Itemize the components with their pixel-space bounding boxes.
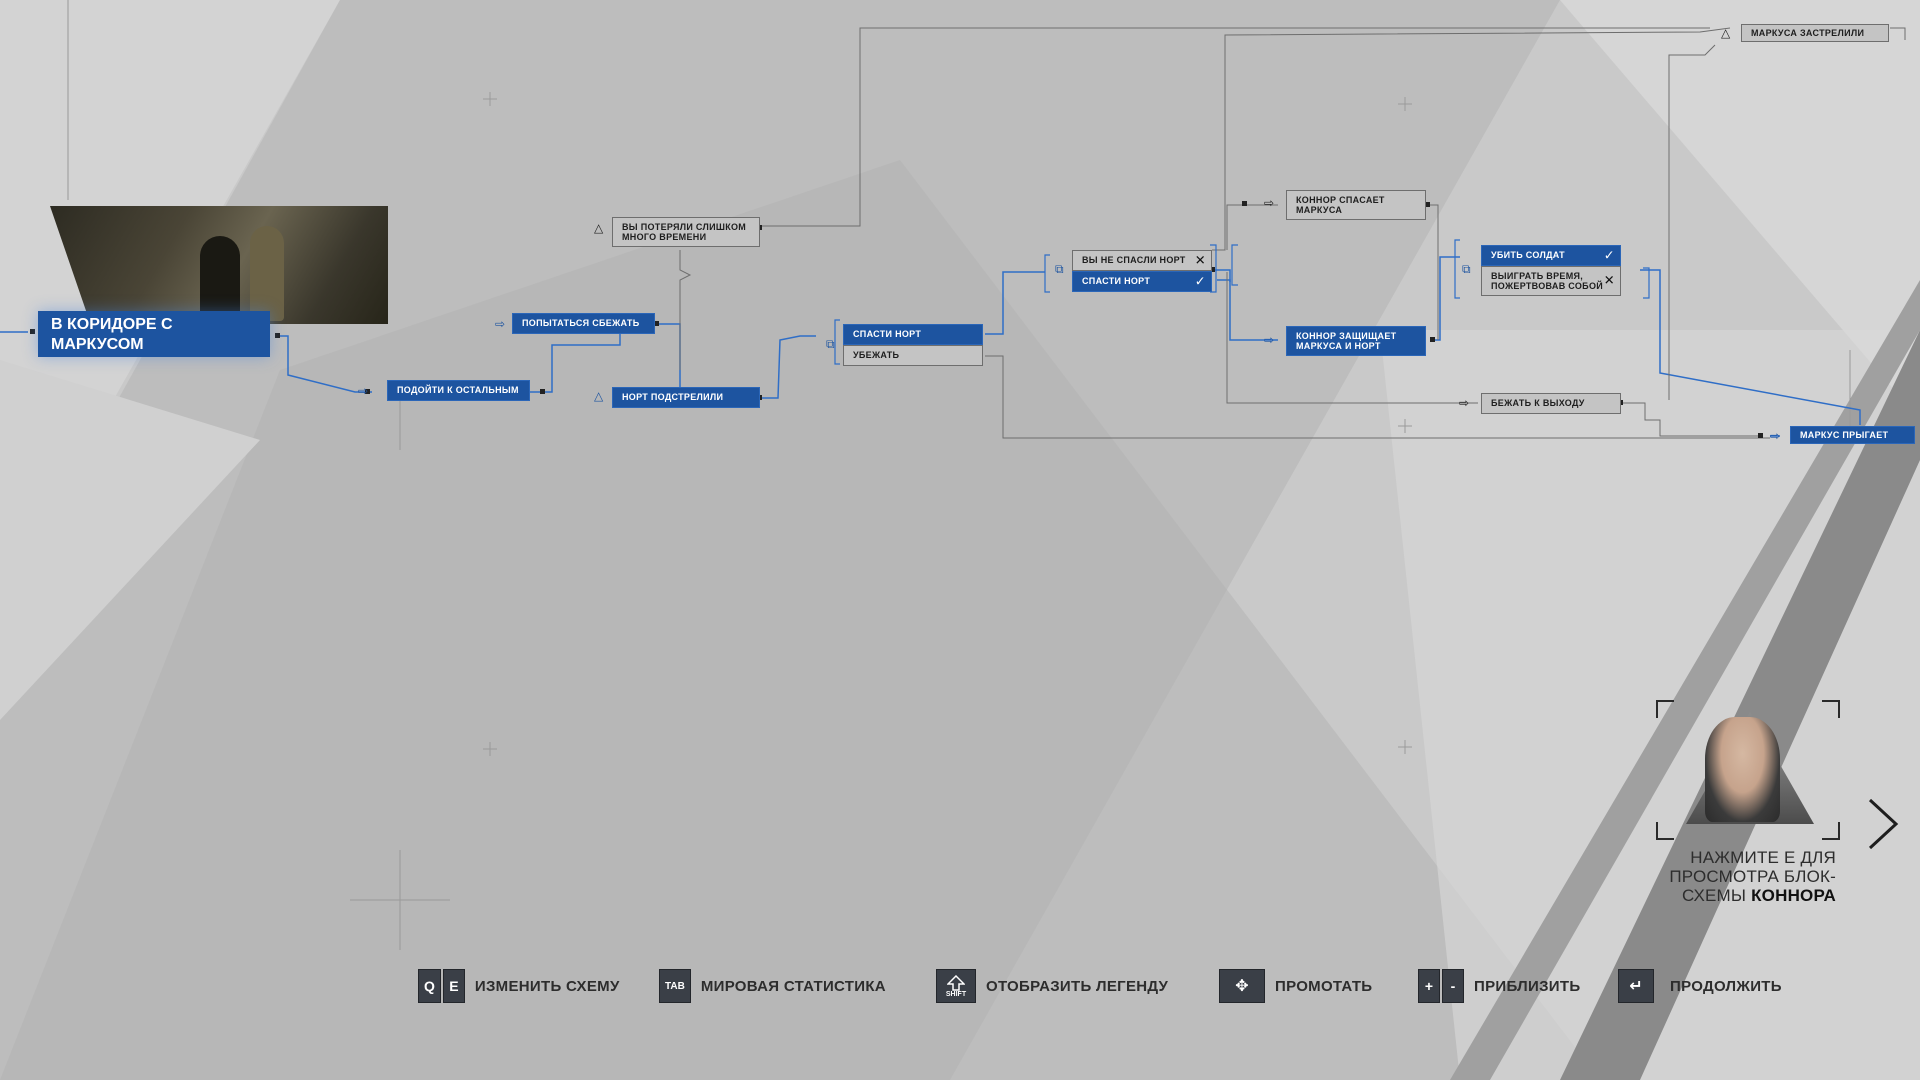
arrow-right-icon: ⇨ xyxy=(1770,429,1781,443)
control-label: ПРОМОТАТЬ xyxy=(1275,977,1373,995)
node-poteryali[interactable]: ВЫ ПОТЕРЯЛИ СЛИШКОМ МНОГО ВРЕМЕНИ xyxy=(612,217,760,247)
node-sbezhat[interactable]: ПОПЫТАТЬСЯ СБЕЖАТЬ xyxy=(512,313,655,334)
node-ne-spasli[interactable]: ВЫ НЕ СПАСЛИ НОРТ ✕ xyxy=(1072,250,1212,271)
node-markus-prygaet[interactable]: МАРКУС ПРЫГАЕТ xyxy=(1790,426,1915,444)
control-label: ОТОБРАЗИТЬ ЛЕГЕНДУ xyxy=(986,977,1169,995)
control-label: ПРИБЛИЗИТЬ xyxy=(1474,977,1581,995)
control-world-stats[interactable]: TAB МИРОВАЯ СТАТИСТИКА xyxy=(659,968,886,1004)
node-vyigrat-vremya[interactable]: ВЫИГРАТЬ ВРЕМЯ, ПОЖЕРТВОВАВ СОБОЙ ✕ xyxy=(1481,266,1621,296)
frame-corner xyxy=(1822,700,1840,718)
triangle-icon: △ xyxy=(594,389,604,403)
node-podoyti[interactable]: ПОДОЙТИ К ОСТАЛЬНЫМ xyxy=(387,380,530,401)
start-node[interactable]: В КОРИДОРЕ С МАРКУСОМ xyxy=(38,311,270,357)
control-change-scheme[interactable]: Q E ИЗМЕНИТЬ СХЕМУ xyxy=(418,968,620,1004)
choice-icon: ⧉ xyxy=(1055,262,1064,276)
character-name: КОННОРА xyxy=(1751,886,1836,905)
key-plus: + xyxy=(1418,969,1440,1003)
node-ubit-soldat[interactable]: УБИТЬ СОЛДАТ ✓ xyxy=(1481,245,1621,266)
control-show-legend[interactable]: SHIFT ОТОБРАЗИТЬ ЛЕГЕНДУ xyxy=(936,968,1168,1004)
shift-arrow-icon xyxy=(947,974,965,991)
arrow-right-icon: ⇨ xyxy=(495,317,506,331)
node-spasti-nort-2[interactable]: СПАСТИ НОРТ ✓ xyxy=(1072,271,1212,292)
control-label: ИЗМЕНИТЬ СХЕМУ xyxy=(474,977,620,995)
thumbnail-figure xyxy=(200,236,240,324)
frame-corner xyxy=(1822,822,1840,840)
cross-icon: ✕ xyxy=(1603,272,1615,288)
control-label: ПРОДОЛЖИТЬ xyxy=(1670,977,1782,995)
character-frame[interactable] xyxy=(1656,700,1840,840)
triangle-icon: △ xyxy=(1721,26,1731,40)
control-label: МИРОВАЯ СТАТИСТИКА xyxy=(700,977,886,995)
connor-portrait-face xyxy=(1705,717,1780,822)
node-konnor-zashchishchaet[interactable]: КОННОР ЗАЩИЩАЕТ МАРКУСА И НОРТ xyxy=(1286,326,1426,356)
prompt-text: НАЖМИТЕ E ДЛЯ ПРОСМОТРА БЛОК-СХЕМЫ xyxy=(1669,848,1836,905)
node-label: ВЫ НЕ СПАСЛИ НОРТ xyxy=(1082,255,1186,266)
arrow-right-icon: ⇨ xyxy=(358,384,369,398)
check-icon: ✓ xyxy=(1194,273,1206,289)
switch-character-prompt: НАЖМИТЕ E ДЛЯ ПРОСМОТРА БЛОК-СХЕМЫ КОННО… xyxy=(1606,848,1836,905)
chevron-right-icon[interactable] xyxy=(1862,796,1902,852)
shift-key-icon: SHIFT xyxy=(936,969,976,1003)
node-label: УБИТЬ СОЛДАТ xyxy=(1491,250,1565,261)
scene-thumbnail xyxy=(50,206,388,324)
thumbnail-figure xyxy=(250,226,284,321)
arrow-right-icon: ⇨ xyxy=(1459,396,1470,410)
node-label: СПАСТИ НОРТ xyxy=(1082,276,1151,287)
choice-icon: ⧉ xyxy=(1462,262,1471,276)
node-spasti-nort[interactable]: СПАСТИ НОРТ xyxy=(843,324,983,345)
check-icon: ✓ xyxy=(1603,247,1615,263)
triangle-icon: △ xyxy=(594,221,604,235)
move-icon: ✥ xyxy=(1219,969,1265,1003)
control-scroll[interactable]: ✥ ПРОМОТАТЬ xyxy=(1219,968,1372,1004)
frame-corner xyxy=(1656,700,1674,718)
key-minus: - xyxy=(1442,969,1464,1003)
key-shift-label: SHIFT xyxy=(945,990,967,998)
node-konnor-spasaet[interactable]: КОННОР СПАСАЕТ МАРКУСА xyxy=(1286,190,1426,220)
enter-icon: ↵ xyxy=(1618,969,1654,1003)
arrow-right-icon: ⇨ xyxy=(1264,196,1275,210)
node-nort-podstrelili[interactable]: НОРТ ПОДСТРЕЛИЛИ xyxy=(612,387,760,408)
node-ubezhat[interactable]: УБЕЖАТЬ xyxy=(843,345,983,366)
node-markusa-zastrelili[interactable]: МАРКУСА ЗАСТРЕЛИЛИ xyxy=(1741,24,1889,42)
key-e: E xyxy=(442,969,465,1003)
control-zoom[interactable]: + - ПРИБЛИЗИТЬ xyxy=(1418,968,1580,1004)
frame-corner xyxy=(1656,822,1674,840)
choice-icon: ⧉ xyxy=(826,337,835,351)
node-label: ВЫИГРАТЬ ВРЕМЯ, ПОЖЕРТВОВАВ СОБОЙ xyxy=(1491,270,1604,291)
control-continue[interactable]: ↵ ПРОДОЛЖИТЬ xyxy=(1618,968,1782,1004)
key-tab: TAB xyxy=(659,969,691,1003)
arrow-right-icon: ⇨ xyxy=(1264,333,1275,347)
node-bezhat-k-vyhodu[interactable]: БЕЖАТЬ К ВЫХОДУ xyxy=(1481,393,1621,414)
key-q: Q xyxy=(418,969,441,1003)
cross-icon: ✕ xyxy=(1194,252,1206,268)
